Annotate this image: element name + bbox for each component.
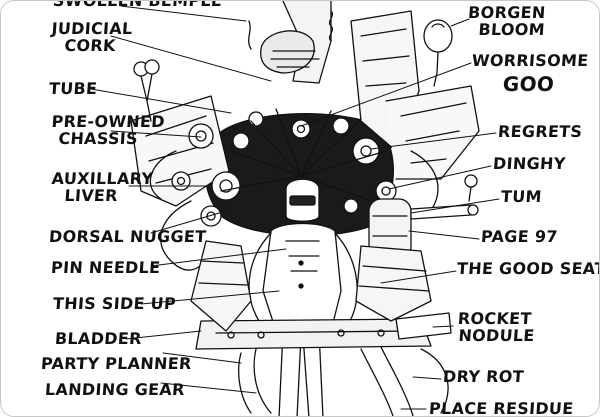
label-pre-owned-chassis: PRE-OWNED CHASSIS	[50, 112, 166, 148]
label-line: DORSAL NUGGET	[48, 227, 208, 246]
label-judicial-cork: JUDICIAL CORK	[50, 19, 133, 55]
left-wing	[130, 95, 230, 207]
label-tum: TUM	[500, 187, 543, 206]
label-line: THE GOOD SEATS	[456, 259, 600, 278]
label-borgen-bloom: BORGEN BLOOM	[466, 3, 547, 39]
label-landing-gear: LANDING GEAR	[44, 380, 186, 399]
label-line: PLACE RESIDUE	[428, 399, 575, 417]
balloon-left-2	[144, 59, 160, 75]
label-line: TUBE	[48, 79, 98, 98]
label-dinghy: DINGHY	[492, 154, 567, 173]
label-auxillary-liver: AUXILLARY LIVER	[50, 169, 154, 205]
label-line: DRY ROT	[442, 367, 525, 386]
pilot-body	[262, 222, 342, 332]
label-bladder: BLADDER	[54, 329, 143, 348]
label-tube: TUBE	[48, 79, 98, 98]
label-line: THIS SIDE UP	[52, 294, 177, 313]
label-regrets: REGRETS	[497, 122, 583, 141]
label-this-side-up: THIS SIDE UP	[52, 294, 177, 313]
label-dry-rot: DRY ROT	[442, 367, 525, 386]
label-line: REGRETS	[497, 122, 583, 141]
right-leg-gear	[360, 346, 414, 416]
label-line: CORK	[63, 35, 117, 55]
label-pin-needle: PIN NEEDLE	[50, 258, 162, 277]
label-line: GOO	[502, 71, 556, 96]
label-line: PARTY PLANNER	[40, 354, 193, 373]
label-line: WORRISOME	[471, 51, 590, 70]
label-line: PIN NEEDLE	[50, 258, 162, 277]
label-page-97: PAGE 97	[480, 227, 559, 246]
label-worrisome-goo: WORRISOME GOO	[470, 51, 590, 96]
label-line: BLOOM	[477, 19, 546, 39]
label-rocket-nodule: ROCKET NODULE	[452, 309, 537, 345]
leader-lines-right	[300, 18, 500, 410]
label-line: NODULE	[457, 325, 536, 345]
label-place-residue: PLACE RESIDUE	[428, 399, 575, 417]
pilot-legs	[278, 330, 324, 416]
label-line: LIVER	[63, 185, 119, 205]
label-the-good-seats: THE GOOD SEATS	[456, 259, 600, 278]
right-wing	[385, 85, 480, 180]
label-line: LANDING GEAR	[44, 380, 186, 399]
leader-lines-left	[90, 5, 287, 394]
left-leg-gear	[238, 348, 272, 414]
label-line: BLADDER	[54, 329, 143, 348]
balloon-small-right	[464, 174, 478, 188]
label-line: DINGHY	[492, 154, 567, 173]
lower-frame	[195, 318, 432, 350]
label-line: PAGE 97	[480, 227, 559, 246]
label-line: SWOLLEN BEMPLE	[52, 0, 223, 10]
label-line: TUM	[500, 187, 543, 206]
balloon-right	[423, 19, 453, 53]
label-swollen-bemple: SWOLLEN BEMPLE	[52, 0, 223, 10]
label-party-planner: PARTY PLANNER	[40, 354, 193, 373]
label-dorsal-nugget: DORSAL NUGGET	[48, 227, 208, 246]
label-line: CHASSIS	[57, 128, 139, 148]
